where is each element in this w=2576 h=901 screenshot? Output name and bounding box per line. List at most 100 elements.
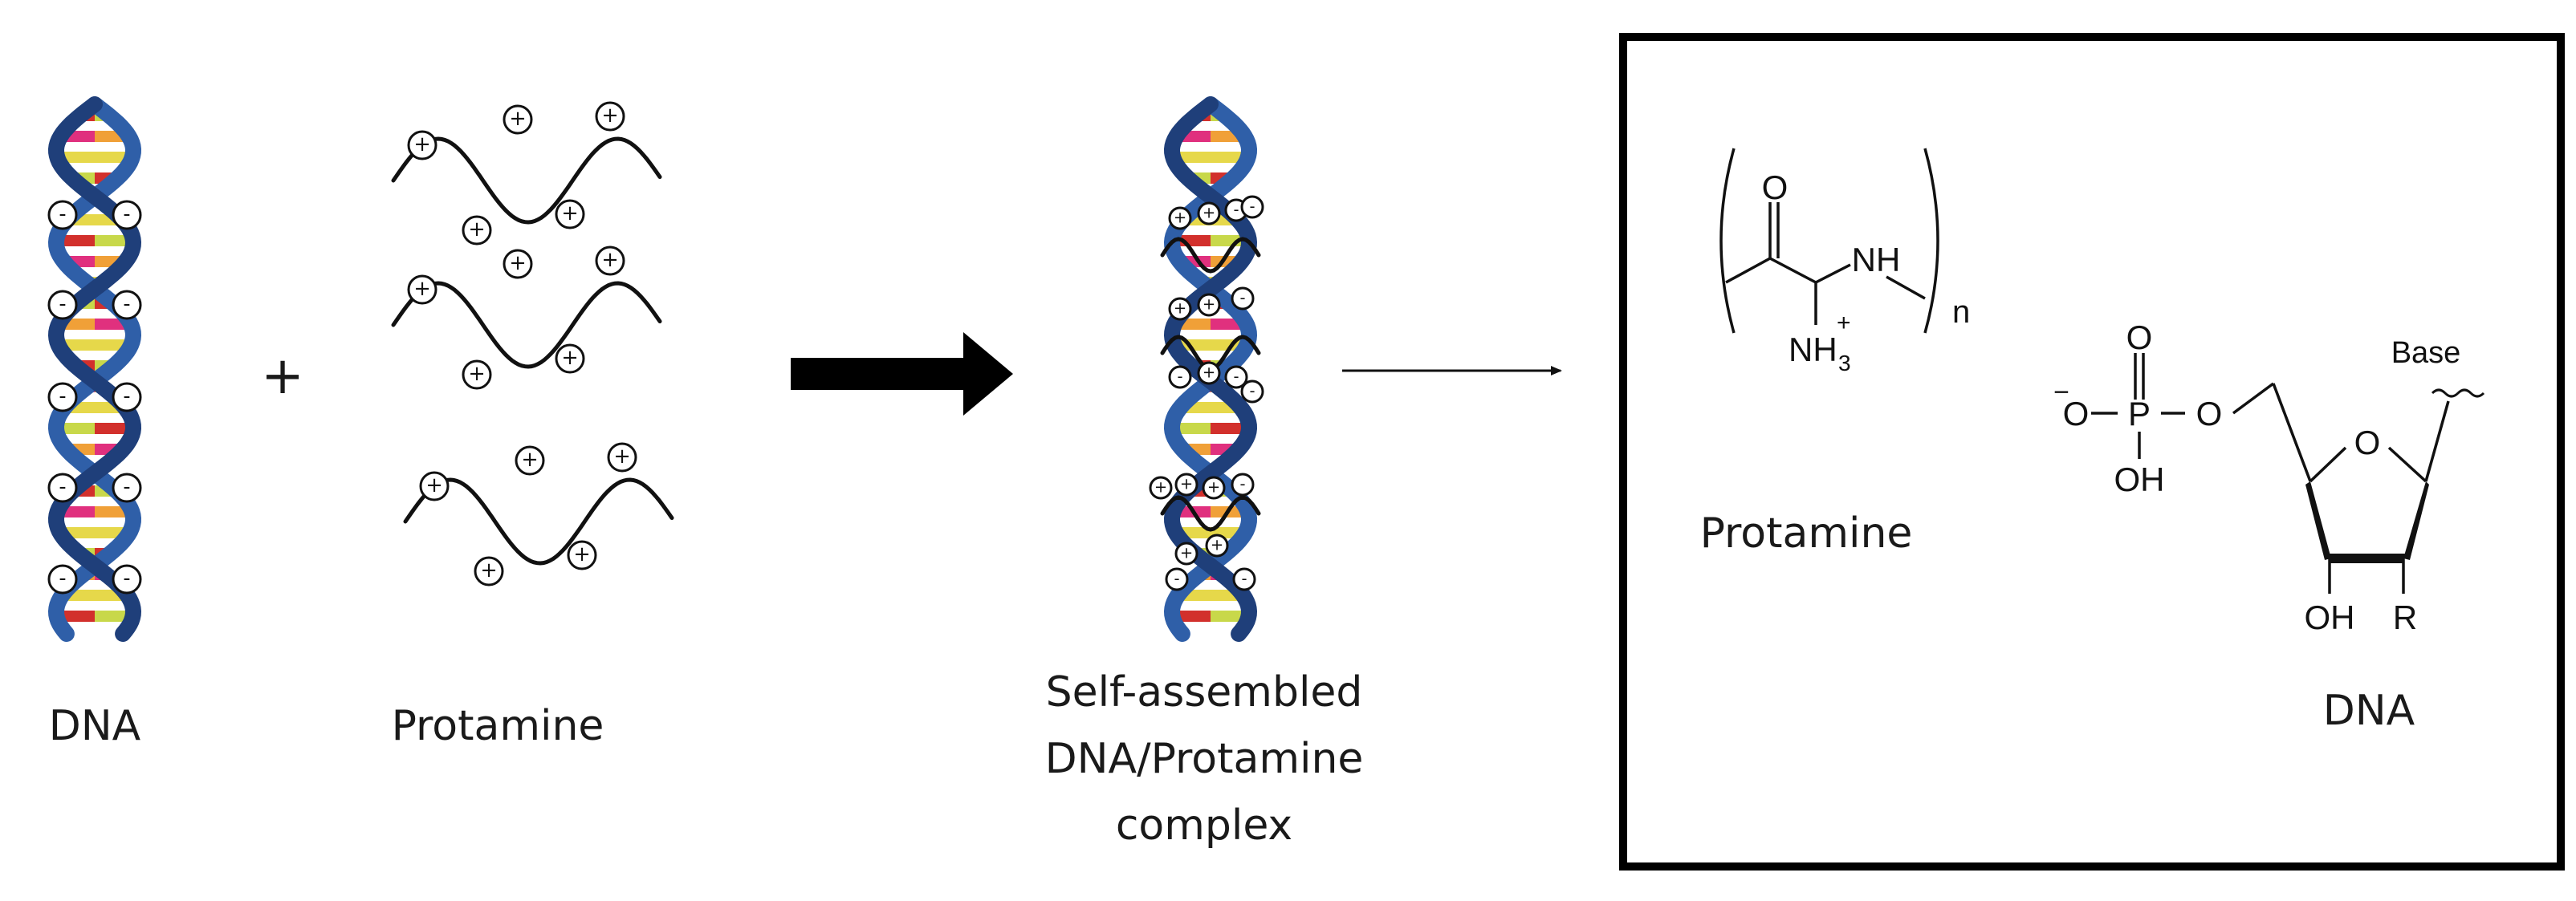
charge-symbol: +: [1180, 543, 1193, 562]
charge-symbol: -: [59, 292, 66, 316]
label-dna: DNA: [49, 702, 141, 750]
charge-circle: [1197, 361, 1221, 385]
charge-symbol: +: [1203, 363, 1215, 381]
positive-charge: +: [1197, 201, 1221, 225]
charge-symbol: -: [123, 202, 130, 226]
charge-circle: [503, 104, 533, 135]
positive-charge: +: [1149, 476, 1173, 500]
phosphate-oh: OH: [2114, 461, 2165, 498]
protamine-chain: +++++: [403, 442, 674, 586]
sugar-ring-oxygen: O: [2354, 424, 2381, 461]
negative-charge: -: [1240, 379, 1264, 404]
charge-circle: [1197, 293, 1221, 317]
protamine-backbone: [391, 136, 662, 225]
positive-charge: +: [595, 101, 625, 132]
charge-symbol: -: [123, 475, 130, 499]
bound-protamine-backbone: [1160, 237, 1261, 274]
negative-charge: -: [1168, 365, 1192, 389]
charge-circle: [112, 382, 142, 412]
protamine-ammonium: NH 3 +: [1789, 310, 1851, 375]
charge-circle: [595, 101, 625, 132]
negative-charge: -: [1240, 195, 1264, 219]
base-pair-left: [56, 235, 95, 246]
negative-charge: -: [112, 290, 142, 320]
phosphate-ester-oxygen: O: [2196, 395, 2223, 432]
charge-symbol: -: [1233, 367, 1239, 385]
charge-symbol: +: [1174, 208, 1186, 226]
sugar-3-oh: OH: [2305, 599, 2355, 636]
charge-circle: [1174, 473, 1198, 497]
negative-charge: -: [47, 473, 78, 503]
charge-circle: [1224, 365, 1248, 389]
charge-circle: [555, 199, 585, 229]
charge-symbol: +: [1154, 477, 1167, 496]
label-protamine: Protamine: [392, 702, 604, 750]
charge-symbol: +: [1203, 294, 1215, 313]
charge-symbol: -: [1249, 197, 1255, 215]
positive-charge: +: [462, 359, 492, 390]
charge-symbol: -: [1241, 569, 1247, 587]
negative-charge: -: [47, 564, 78, 595]
charge-circle: [595, 246, 625, 276]
phosphate-minus-charge: −: [2053, 377, 2069, 408]
protamine-chains: +++++++++++++++: [391, 101, 674, 586]
positive-charge: +: [607, 442, 637, 473]
protamine-chain: +++++: [391, 101, 662, 246]
charge-symbol: +: [413, 277, 430, 301]
charge-circle: [462, 215, 492, 246]
charge-symbol: -: [1239, 474, 1245, 493]
charge-symbol: -: [59, 475, 66, 499]
charge-symbol: -: [59, 384, 66, 408]
charge-circle: [515, 445, 545, 476]
charge-circle: [419, 471, 450, 501]
protamine-backbone: [403, 477, 674, 566]
positive-charge: +: [1168, 297, 1192, 321]
charge-symbol: +: [1174, 298, 1186, 317]
negative-charge: -: [112, 200, 142, 230]
charge-circle: [1202, 476, 1226, 500]
positive-charge: +: [419, 471, 450, 501]
charge-symbol: +: [573, 542, 590, 566]
phosphate-double-bond-oxygen: O: [2126, 319, 2153, 356]
charge-circle: [1168, 365, 1192, 389]
negative-charge: -: [47, 382, 78, 412]
charge-symbol: -: [1174, 569, 1179, 587]
positive-charge: +: [1168, 206, 1192, 230]
base-pair-right: [1211, 423, 1249, 434]
charge-symbol: +: [1180, 474, 1193, 493]
base-pair-left: [1172, 423, 1211, 434]
negative-charge: -: [112, 473, 142, 503]
positive-charge: +: [407, 130, 437, 160]
positive-charge: +: [1202, 476, 1226, 500]
charge-circle: [555, 343, 585, 374]
charge-symbol: +: [601, 103, 618, 128]
positive-charge: +: [1174, 473, 1198, 497]
charge-symbol: +: [468, 362, 485, 386]
positive-charge: +: [503, 104, 533, 135]
positive-charge: +: [474, 556, 504, 586]
charge-symbol: -: [1177, 367, 1182, 385]
dna-protamine-complex-helix: ++--++--+--+++-++--: [1149, 96, 1264, 642]
base-label: Base: [2391, 336, 2461, 370]
charge-symbol: -: [59, 202, 66, 226]
negative-charge: -: [47, 200, 78, 230]
charge-circle: [474, 556, 504, 586]
reaction-arrow-bold: [791, 332, 1013, 416]
positive-charge: +: [555, 343, 585, 374]
charge-circle: [462, 359, 492, 390]
charge-circle: [1205, 534, 1229, 558]
negative-charge: -: [112, 564, 142, 595]
charge-symbol: +: [601, 248, 618, 272]
base-pair-left: [56, 423, 95, 434]
charge-circle: [1174, 542, 1198, 566]
bound-protamine-chain: [1160, 495, 1261, 532]
positive-charge: +: [595, 246, 625, 276]
base-pair-left: [1172, 611, 1211, 622]
protamine-nh: NH: [1852, 241, 1901, 278]
dna-nucleotide-structure: [2091, 353, 2485, 594]
charge-circle: [407, 130, 437, 160]
negative-charge: -: [1231, 473, 1255, 497]
bound-protamine-chain: [1160, 237, 1261, 274]
base-pair-right: [1211, 611, 1249, 622]
negative-charge: -: [112, 382, 142, 412]
